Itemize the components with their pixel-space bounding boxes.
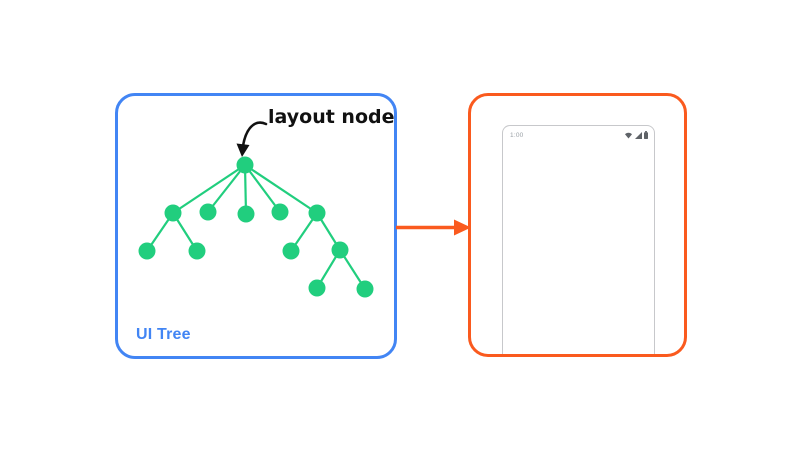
- tree-node: [188, 242, 206, 260]
- tree-edge: [207, 164, 246, 213]
- flow-arrow-icon: [396, 219, 471, 236]
- tree-node: [308, 204, 326, 222]
- tree-edge: [244, 164, 281, 213]
- ui-tree-graphic: [138, 156, 374, 298]
- tree-edge: [244, 164, 318, 214]
- tree-node: [237, 205, 255, 223]
- tree-node: [308, 279, 326, 297]
- ui-tree-label: UI Tree: [136, 326, 191, 343]
- tree-node: [282, 242, 300, 260]
- device-panel: 1:00: [468, 93, 687, 357]
- tree-node: [236, 156, 254, 174]
- tree-node: [138, 242, 156, 260]
- battery-icon: [644, 131, 648, 139]
- tree-node: [199, 203, 217, 221]
- tree-node: [356, 280, 374, 298]
- status-icon-group: [625, 131, 648, 139]
- ui-tree-panel: layout node UI Tree: [115, 93, 397, 359]
- device-screen: 1:00: [502, 125, 655, 354]
- annotation-arrow-icon: [236, 121, 268, 157]
- status-bar: 1:00: [503, 126, 654, 140]
- status-time: 1:00: [510, 131, 524, 139]
- tree-node: [164, 204, 182, 222]
- signal-icon: [634, 131, 642, 139]
- annotation-label: layout node: [268, 106, 395, 128]
- wifi-icon: [625, 132, 632, 138]
- tree-node: [331, 241, 349, 259]
- tree-node: [271, 203, 289, 221]
- tree-edge: [172, 164, 246, 214]
